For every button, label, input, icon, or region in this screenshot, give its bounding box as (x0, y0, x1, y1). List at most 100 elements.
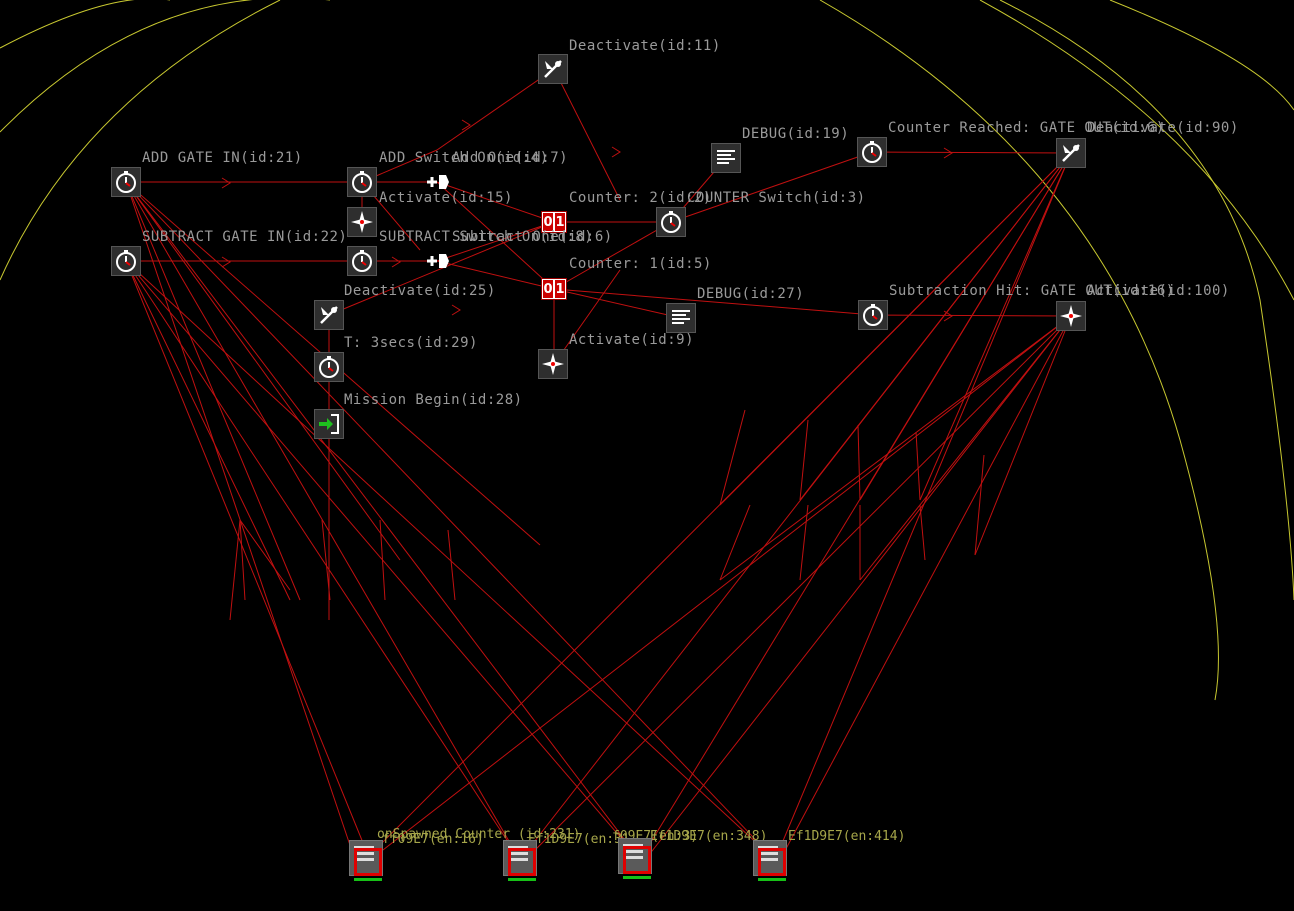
deactivate-25-label: Deactivate(id:25) (344, 283, 496, 299)
counter-reached-node[interactable] (857, 137, 887, 167)
link-arrow (461, 119, 471, 131)
link-arrow (221, 256, 231, 268)
selection-box (623, 846, 651, 874)
link-line (670, 151, 873, 223)
selection-box (508, 848, 536, 876)
deactivate-25-node[interactable] (314, 300, 344, 330)
link-lines (125, 68, 1072, 861)
link-arrow (221, 177, 231, 189)
boundary-arc (819, 0, 1219, 701)
timer-3secs-node[interactable] (314, 352, 344, 382)
entity-block[interactable] (753, 836, 787, 882)
counter-digit: 0 (543, 213, 553, 231)
counter-digit: 1 (555, 213, 565, 231)
subtract-switch-label: SUBTRACT Switch On(id:8) (379, 229, 594, 245)
activate-100-node[interactable] (1056, 301, 1086, 331)
link-line (125, 260, 521, 861)
timer-icon (116, 171, 136, 193)
activate-icon (351, 211, 373, 233)
entity-label: onSpawned Counter (id:231) (377, 827, 581, 842)
link-line (779, 315, 1072, 861)
add-gate-in-node[interactable] (111, 167, 141, 197)
deactivate-node[interactable] (538, 54, 568, 84)
activate-9-node[interactable] (538, 349, 568, 379)
link-line (774, 152, 1072, 861)
subtraction-hit-label: Subtraction Hit: GATE OUT(id:16) (889, 283, 1175, 299)
debug-27-node[interactable] (666, 303, 696, 333)
add-gate-in-label: ADD GATE IN(id:21) (142, 150, 303, 166)
link-arrow (391, 256, 401, 268)
health-bar (508, 878, 536, 881)
add-switch-on-node[interactable] (347, 167, 377, 197)
link-line (524, 315, 1072, 861)
link-line (859, 315, 1072, 581)
deactivate-90-node[interactable] (1056, 138, 1086, 168)
boundary-arc (999, 0, 1294, 601)
entity-label: Ef1D9E7(en:414) (788, 829, 906, 844)
link-line (125, 260, 776, 861)
entity-block[interactable] (503, 836, 537, 882)
add-icon (427, 254, 449, 268)
health-bar (354, 878, 382, 881)
link-line (974, 454, 985, 556)
link-arrow (943, 147, 953, 159)
boundary-arc (0, 0, 281, 281)
entity-label: ff09E7(en:16) (382, 832, 484, 847)
mission-begin-icon (319, 414, 339, 434)
link-line (369, 315, 1072, 861)
activate-9-label: Activate(id:9) (569, 332, 695, 348)
health-bar (623, 876, 651, 879)
link-line (974, 315, 1072, 556)
activate-node-label: Activate(id:15) (379, 190, 513, 206)
link-line (125, 260, 291, 601)
subtract-one-label: Subtract One(id:6) (452, 229, 613, 245)
timer-icon (116, 250, 136, 272)
add-one-node[interactable] (422, 167, 452, 197)
link-arrow (943, 310, 953, 322)
entity-block[interactable] (349, 836, 383, 882)
link-line (857, 424, 861, 501)
entity-block[interactable] (618, 834, 652, 880)
mission-begin-node[interactable] (314, 409, 344, 439)
activate-node[interactable] (347, 207, 377, 237)
counter-2-label: Counter: 2(id:2) (569, 190, 712, 206)
link-line (719, 409, 746, 506)
link-line (799, 419, 809, 501)
entity-label: Ef1D9E7(en:3) (528, 832, 630, 847)
subtract-gate-in-label: SUBTRACT GATE IN(id:22) (142, 229, 348, 245)
link-line (379, 519, 386, 601)
subtract-gate-in-node[interactable] (111, 246, 141, 276)
activate-100-label: Activate(id:100) (1087, 283, 1230, 299)
debug-19-node[interactable] (711, 143, 741, 173)
link-line (553, 221, 672, 290)
link-line (125, 260, 371, 861)
link-line (125, 181, 521, 861)
link-line (239, 519, 246, 601)
link-line (125, 181, 776, 861)
link-line (239, 519, 291, 591)
counter-1-label: Counter: 1(id:5) (569, 256, 712, 272)
link-arrow (451, 304, 461, 316)
link-line (125, 181, 401, 561)
deactivate-icon (320, 306, 338, 324)
link-line (553, 68, 621, 201)
subtraction-hit-node[interactable] (858, 300, 888, 330)
link-line (553, 288, 875, 316)
link-line (915, 431, 921, 501)
link-line (436, 181, 555, 223)
deactivate-icon (544, 60, 562, 78)
subtract-one-node[interactable] (422, 246, 452, 276)
link-line (321, 519, 331, 601)
link-line (644, 315, 1072, 861)
counter-switch-node[interactable] (656, 207, 686, 237)
subtract-switch-node[interactable] (347, 246, 377, 276)
timer-icon (661, 211, 681, 233)
link-arrow (611, 146, 621, 158)
link-line (919, 504, 926, 561)
deactivate-icon (1062, 144, 1080, 162)
boundary-arc (979, 0, 1294, 301)
